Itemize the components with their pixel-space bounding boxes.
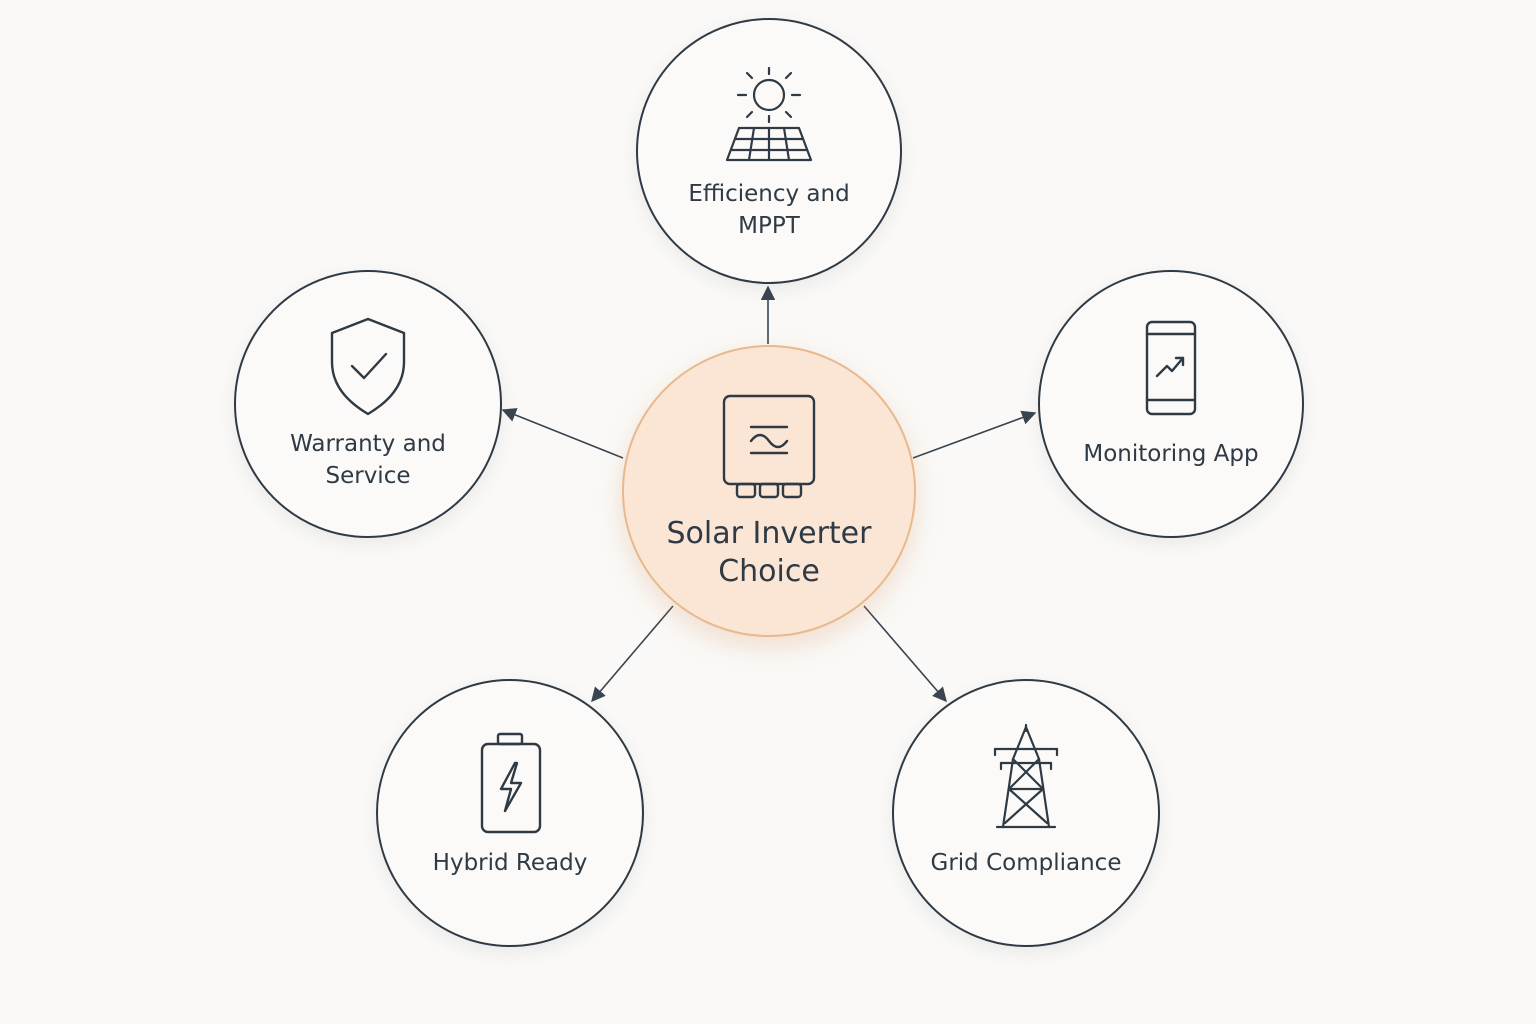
transmission-tower-icon xyxy=(993,723,1059,829)
arrow-to-grid xyxy=(863,605,947,703)
node-label-hybrid: Hybrid Ready xyxy=(432,850,588,876)
node-monitoring: Monitoring App xyxy=(1038,270,1304,538)
center-node: Solar Inverter Choice xyxy=(622,345,916,637)
shield-check-icon xyxy=(330,317,406,416)
node-label-grid: Grid Compliance xyxy=(930,850,1122,876)
solar-panel-icon xyxy=(725,66,813,162)
arrow-to-monitoring xyxy=(912,410,1037,459)
inverter-icon xyxy=(722,394,816,499)
phone-chart-icon xyxy=(1145,320,1197,416)
arrow-to-hybrid xyxy=(591,605,674,703)
arrow-to-warranty xyxy=(501,408,624,459)
node-label-monitoring: Monitoring App xyxy=(1083,441,1259,467)
node-label-warranty: Warranty and Service xyxy=(290,431,446,489)
center-label: Solar Inverter Choice xyxy=(666,516,872,589)
node-efficiency: Efficiency and MPPT xyxy=(636,18,902,284)
battery-bolt-icon xyxy=(480,732,542,834)
node-warranty: Warranty and Service xyxy=(234,270,502,538)
node-grid: Grid Compliance xyxy=(892,679,1160,947)
node-label-efficiency: Efficiency and MPPT xyxy=(688,181,850,239)
node-hybrid: Hybrid Ready xyxy=(376,679,644,947)
